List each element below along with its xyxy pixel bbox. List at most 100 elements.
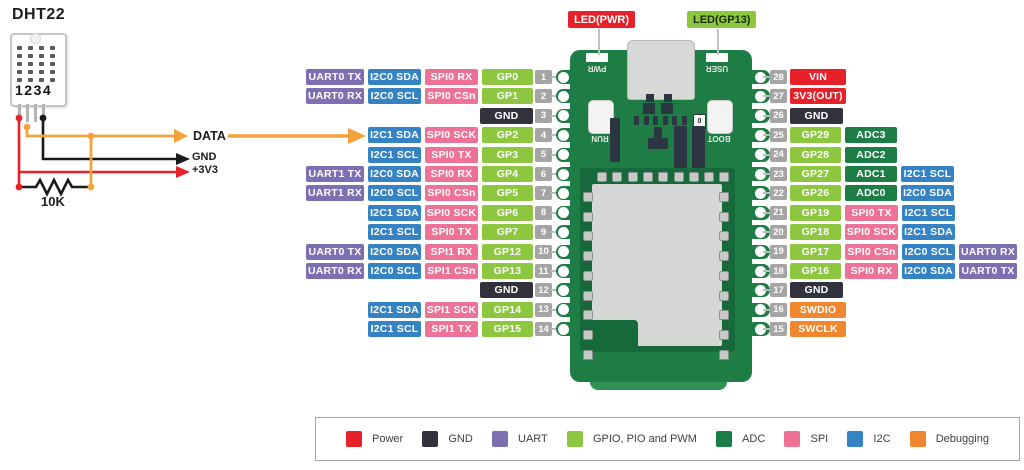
legend-item-adc: ADC xyxy=(716,431,765,447)
pin-function-label-gpio: GP29 xyxy=(790,127,841,144)
shield-pad xyxy=(719,172,730,182)
legend-item-i2c: I2C xyxy=(847,431,891,447)
pin-pad xyxy=(755,284,766,296)
sensor-hole xyxy=(28,78,33,82)
shield-pad xyxy=(583,251,593,262)
legend-swatch-adc xyxy=(716,431,733,447)
legend-swatch-debug xyxy=(909,431,926,447)
shield-pad xyxy=(719,329,729,340)
sensor-hole xyxy=(17,70,22,74)
pin-function-label-gpio: GP5 xyxy=(482,185,533,202)
sensor-hole xyxy=(17,54,22,58)
silkscreen-user: USER xyxy=(705,64,729,73)
pin-function-label-power: VIN xyxy=(790,69,846,85)
legend-swatch-gpio xyxy=(566,431,583,447)
sensor-title: DHT22 xyxy=(12,6,66,23)
pin-function-label-uart: UART0 TX xyxy=(959,263,1017,279)
pin-row-left: GND xyxy=(0,107,533,124)
pin-function-label-gpio: GP12 xyxy=(482,243,533,260)
boot-button[interactable] xyxy=(707,100,733,134)
pin-number: 19 xyxy=(770,244,787,259)
pin-function-label-gpio: GP2 xyxy=(482,127,533,144)
pin-pad xyxy=(755,187,766,199)
pin-pad xyxy=(755,90,766,102)
pin-number: 28 xyxy=(770,70,787,84)
sensor-hole xyxy=(50,46,55,50)
pin-function-label-i2c: I2C0 SDA xyxy=(901,185,954,202)
pin-function-label-i2c: I2C1 SCL xyxy=(902,204,955,221)
pin-function-label-gpio: GP0 xyxy=(482,69,533,85)
v3-wire-label: +3V3 xyxy=(192,164,218,176)
smd-component xyxy=(648,138,668,149)
pin-pad xyxy=(755,265,766,277)
legend-item-uart: UART xyxy=(492,431,548,447)
sensor-hole xyxy=(17,46,22,50)
rf-shield-notch xyxy=(592,320,638,346)
pin-pad xyxy=(558,226,569,238)
pin-number: 18 xyxy=(770,264,787,278)
pin-function-label-gpio: GP28 xyxy=(790,146,841,163)
led-gp13-callout: LED(GP13) xyxy=(687,11,757,28)
pin-number: 11 xyxy=(535,264,552,278)
pin-pad xyxy=(755,226,766,238)
shield-pad xyxy=(719,211,729,222)
shield-pad xyxy=(642,172,653,182)
pin-function-label-spi: SPI0 RX xyxy=(845,263,898,279)
pin-function-label-i2c: I2C1 SCL xyxy=(368,321,421,338)
sensor-notch xyxy=(30,33,41,44)
pin-connector xyxy=(763,270,771,272)
pin-function-label-adc: ADC2 xyxy=(845,146,897,163)
pin-function-label-spi: SPI0 SCK xyxy=(425,127,478,144)
smd-component xyxy=(654,127,662,139)
pin-function-label-gpio: GP1 xyxy=(482,88,533,105)
pin-row-right: SWCLK xyxy=(790,321,846,338)
pin-pad xyxy=(755,110,766,122)
led-pwr-callout: LED(PWR) xyxy=(568,11,635,28)
sensor-hole xyxy=(28,62,33,66)
pin-function-label-i2c: I2C1 SDA xyxy=(368,301,421,318)
pin-number: 23 xyxy=(770,167,787,181)
shield-pad xyxy=(719,192,729,202)
pin-function-label-i2c: I2C1 SDA xyxy=(902,224,955,241)
pin-connector xyxy=(763,192,771,195)
pin-function-label-uart: UART1 TX xyxy=(306,166,364,182)
pin-row-left: GND xyxy=(0,282,533,299)
pin-connector xyxy=(763,328,771,331)
sensor-hole xyxy=(50,78,55,82)
usb-connector xyxy=(627,40,695,100)
pin-function-label-spi: SPI0 CSn xyxy=(425,88,478,105)
shield-pad xyxy=(719,270,729,281)
silkscreen-pwr: PWR xyxy=(587,64,607,73)
pin-number: 22 xyxy=(770,186,787,201)
wiring-svg xyxy=(15,114,366,197)
pin-number: 13 xyxy=(535,302,552,317)
pin-pad xyxy=(755,207,766,219)
pin-pad xyxy=(558,207,569,219)
sensor-hole xyxy=(39,62,44,66)
smd-pad xyxy=(662,116,668,125)
pin-function-label-i2c: I2C1 SCL xyxy=(901,166,954,182)
pin-row-right: 3V3(OUT) xyxy=(790,88,846,105)
pin-function-label-uart: UART0 RX xyxy=(306,263,364,279)
pin-function-label-adc: ADC3 xyxy=(845,127,897,144)
pin-function-label-uart: UART0 RX xyxy=(306,88,364,105)
legend-item-power: Power xyxy=(346,431,403,447)
pin-row-right: VIN xyxy=(790,69,846,85)
pin-function-label-spi: SPI0 CSn xyxy=(425,185,478,202)
pin-number: 5 xyxy=(535,147,552,162)
pin-function-label-i2c: I2C0 SDA xyxy=(368,166,421,182)
sensor-hole xyxy=(28,54,33,58)
run-button[interactable] xyxy=(588,100,614,134)
pin-function-label-gpio: GP13 xyxy=(482,263,533,279)
pin-connector xyxy=(763,76,771,78)
legend-label: I2C xyxy=(873,433,891,445)
pin-pad xyxy=(558,304,569,316)
pin-number: 14 xyxy=(535,322,552,337)
pin-connector xyxy=(763,153,771,156)
smd-pad xyxy=(672,116,677,125)
